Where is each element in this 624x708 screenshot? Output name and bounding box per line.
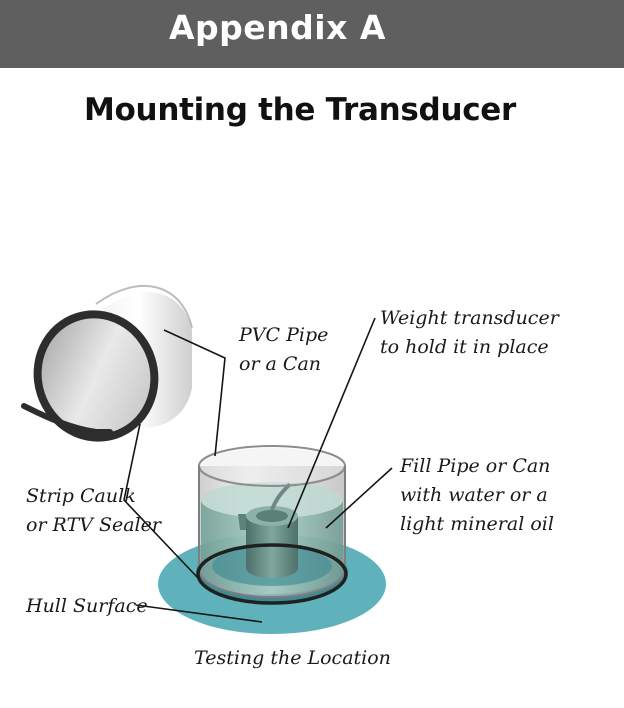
pvc-pipe-with-water (196, 445, 348, 605)
label-fill-line3: light mineral oil (400, 513, 554, 535)
label-weight-line1: Weight transducer (380, 307, 559, 329)
label-strip-caulk-line2: or RTV Sealer (26, 514, 161, 536)
label-strip-caulk-line1: Strip Caulk (26, 485, 136, 507)
pipe-roll (21, 285, 193, 442)
label-weight-line2: to hold it in place (380, 336, 549, 358)
transducer (238, 482, 298, 578)
figure-caption: Testing the Location (194, 647, 391, 669)
leader-lines (123, 317, 393, 623)
page-title: Mounting the Transducer (84, 92, 517, 128)
label-pvc-pipe-line2: or a Can (239, 353, 322, 375)
header-bar: Appendix A (0, 0, 624, 68)
label-fill-line1: Fill Pipe or Can (400, 455, 551, 477)
label-pvc-pipe-line1: PVC Pipe (239, 324, 329, 346)
label-fill-line2: with water or a (400, 484, 548, 506)
appendix-title: Appendix A (169, 8, 386, 47)
label-hull-surface: Hull Surface (26, 595, 148, 617)
